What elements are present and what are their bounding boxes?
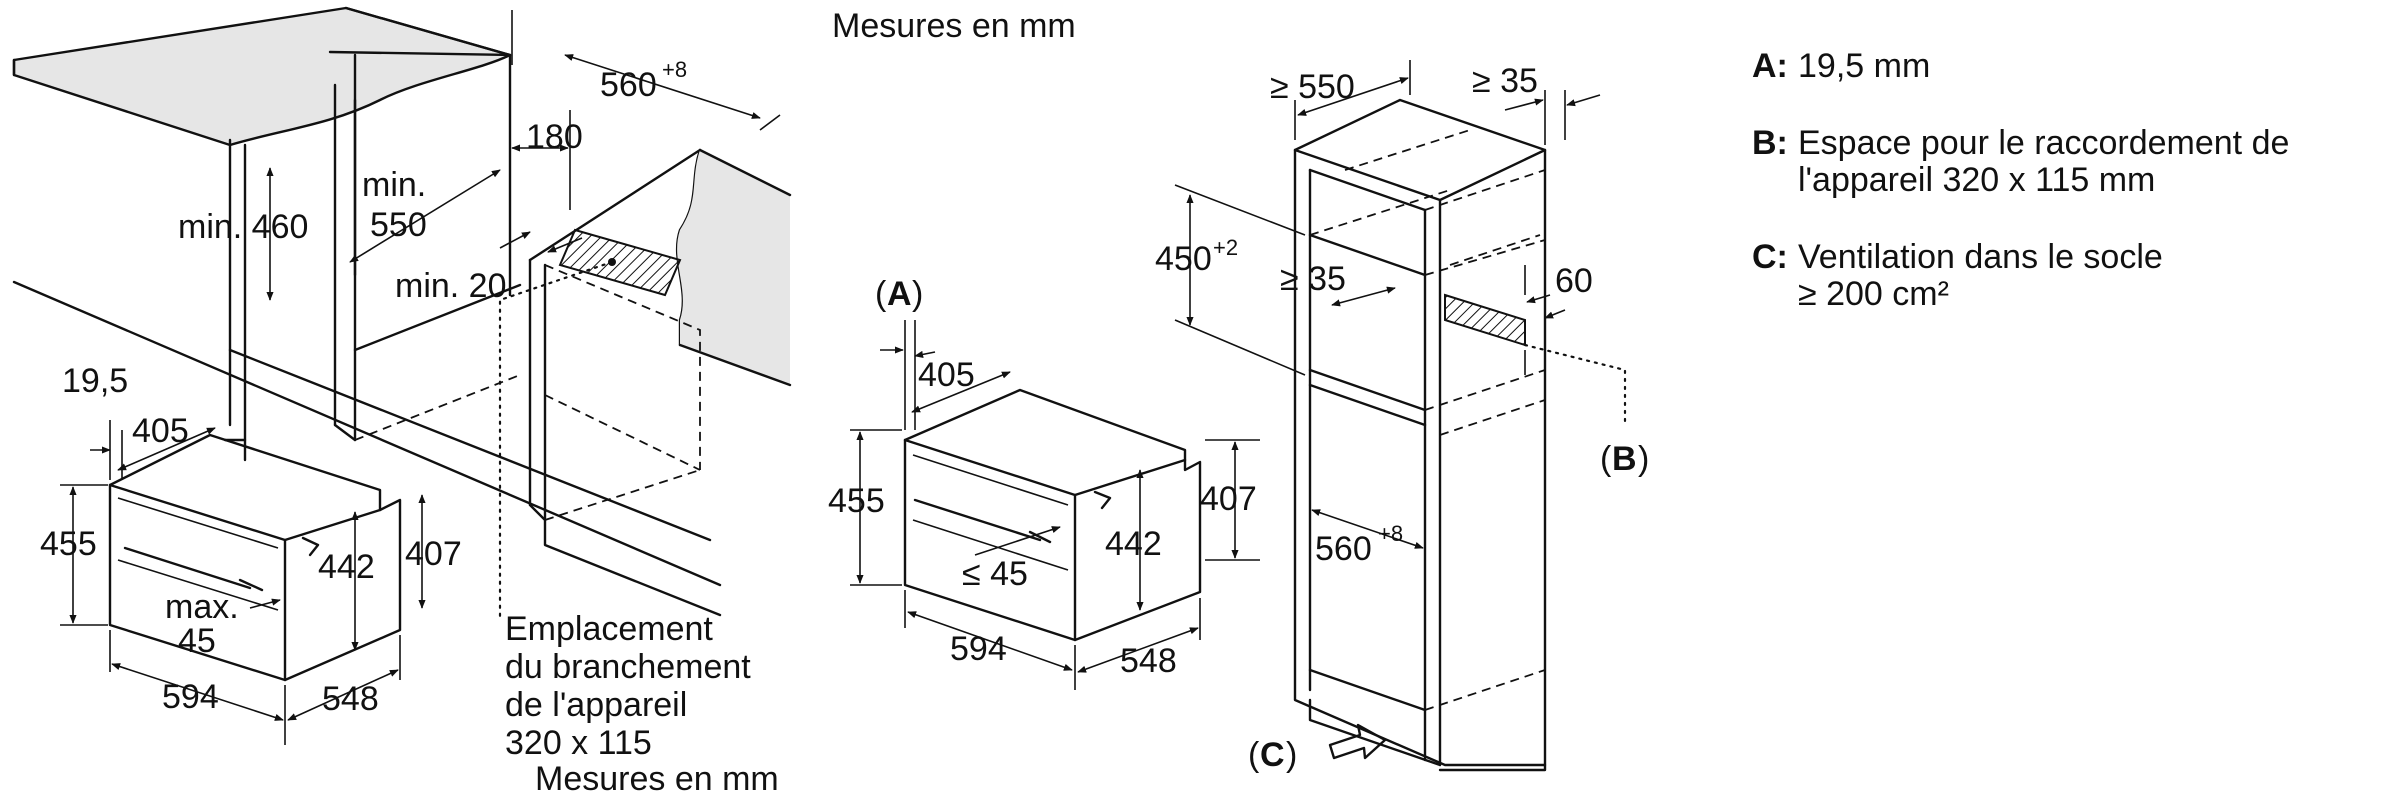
label-b-close: ) bbox=[1638, 440, 1649, 478]
connection-note-line-4: 320 x 115 bbox=[505, 724, 652, 762]
connection-note-line-2: du branchement bbox=[505, 648, 751, 686]
dim-min-20: min. 20 bbox=[395, 267, 507, 305]
dim-594-mid: 594 bbox=[950, 630, 1007, 668]
dim-548-left: 548 bbox=[322, 680, 379, 718]
dim-407-mid: 407 bbox=[1200, 480, 1257, 518]
legend: A: 19,5 mm B: Espace pour le raccordemen… bbox=[1752, 48, 2392, 353]
dim-19-5: 19,5 bbox=[62, 362, 128, 400]
legend-b-line-1: Espace pour le raccordement de bbox=[1798, 124, 2290, 162]
left-appliance-drawing: 19,5 405 455 442 407 max. 45 594 548 bbox=[40, 362, 462, 745]
dim-min-word: min. bbox=[362, 166, 426, 204]
dim-le45-mid: ≤ 45 bbox=[962, 555, 1028, 593]
label-c-close: ) bbox=[1286, 736, 1297, 774]
legend-c-line-2: ≥ 200 cm² bbox=[1798, 275, 1949, 313]
label-c: C bbox=[1260, 736, 1285, 774]
dim-560-right-tol: +8 bbox=[1378, 521, 1403, 546]
right-cabinet-drawing: ( B ) ( C ) ≥ 550 ≥ 35 450 +2 ≥ 35 bbox=[1155, 60, 1649, 774]
connection-note-line-3: de l'appareil bbox=[505, 686, 687, 724]
legend-a-line-1: 19,5 mm bbox=[1798, 47, 1931, 85]
legend-item-c: C: Ventilation dans le socle ≥ 200 cm² bbox=[1752, 239, 2392, 313]
dim-405-left: 405 bbox=[132, 412, 189, 450]
legend-text-c: Ventilation dans le socle ≥ 200 cm² bbox=[1798, 239, 2392, 313]
dim-60: 60 bbox=[1555, 262, 1593, 300]
dim-ge35-top: ≥ 35 bbox=[1472, 62, 1538, 100]
units-caption-top: Mesures en mm bbox=[832, 7, 1076, 45]
connection-note-line-1: Emplacement bbox=[505, 610, 713, 648]
dim-min-460: min. 460 bbox=[178, 208, 308, 246]
units-caption-bottom: Mesures en mm bbox=[535, 760, 779, 797]
dim-594-left: 594 bbox=[162, 678, 219, 716]
label-a-close: ) bbox=[912, 275, 923, 313]
dim-455-left: 455 bbox=[40, 525, 97, 563]
legend-text-b: Espace pour le raccordement de l'apparei… bbox=[1798, 125, 2392, 199]
dim-560-right: 560 bbox=[1315, 530, 1372, 568]
dim-548-mid: 548 bbox=[1120, 642, 1177, 680]
label-c-open: ( bbox=[1248, 736, 1260, 774]
legend-b-line-2: l'appareil 320 x 115 mm bbox=[1798, 161, 2156, 199]
label-a-open: ( bbox=[875, 275, 887, 313]
label-b: B bbox=[1612, 440, 1637, 478]
dim-407-left: 407 bbox=[405, 535, 462, 573]
legend-key-a: A: bbox=[1752, 47, 1788, 85]
dim-ge35-inner: ≥ 35 bbox=[1280, 260, 1346, 298]
dim-442-left: 442 bbox=[318, 548, 375, 586]
dim-455-mid: 455 bbox=[828, 482, 885, 520]
dim-180: 180 bbox=[526, 118, 583, 156]
dim-442-mid: 442 bbox=[1105, 525, 1162, 563]
dim-450-tol: +2 bbox=[1213, 235, 1238, 260]
dim-405-mid: 405 bbox=[918, 356, 975, 394]
dim-560-tol: +8 bbox=[662, 57, 687, 82]
dim-ge550: ≥ 550 bbox=[1270, 68, 1355, 106]
legend-item-b: B: Espace pour le raccordement de l'appa… bbox=[1752, 125, 2392, 199]
legend-text-a: 19,5 mm bbox=[1798, 48, 2392, 85]
label-b-open: ( bbox=[1600, 440, 1612, 478]
dim-min-550: 550 bbox=[370, 206, 427, 244]
legend-item-a: A: 19,5 mm bbox=[1752, 48, 2392, 85]
middle-appliance-drawing: ( A ) 405 455 442 407 ≤ 45 bbox=[828, 275, 1260, 690]
dim-max-word: max. bbox=[165, 588, 239, 626]
dim-560: 560 bbox=[600, 66, 657, 104]
left-niche-drawing: 560 +8 180 min. 550 min. 460 min. 20 Emp… bbox=[12, 6, 792, 797]
label-a: A bbox=[887, 275, 912, 313]
legend-key-c: C: bbox=[1752, 238, 1788, 276]
legend-c-line-1: Ventilation dans le socle bbox=[1798, 238, 2163, 276]
dim-450: 450 bbox=[1155, 240, 1212, 278]
legend-key-b: B: bbox=[1752, 124, 1788, 162]
dim-45-left: 45 bbox=[178, 622, 216, 660]
